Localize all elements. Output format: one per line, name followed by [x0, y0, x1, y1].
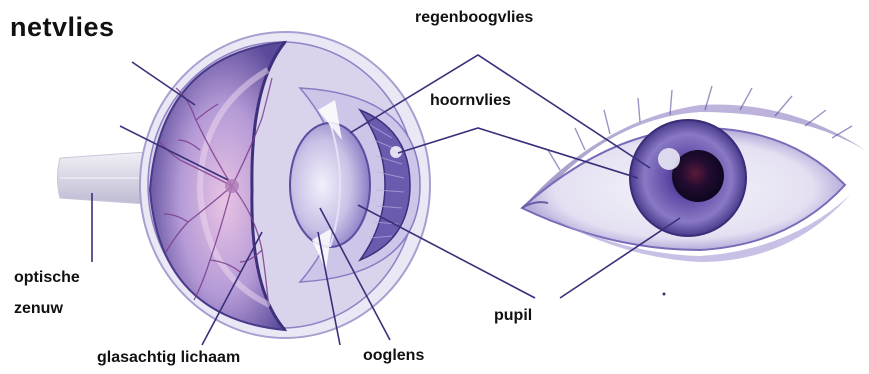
label-iris: regenboogvlies	[415, 10, 533, 26]
label-cornea: hoornvlies	[430, 93, 511, 109]
label-lens: ooglens	[363, 348, 424, 364]
label-optic-nerve-line-2: zenuw	[14, 301, 63, 317]
label-optic-nerve-line-1: optische	[14, 270, 80, 286]
label-pupil: pupil	[494, 308, 532, 324]
label-retina: netvlies	[10, 14, 115, 41]
label-vitreous-body: glasachtig lichaam	[97, 350, 240, 366]
